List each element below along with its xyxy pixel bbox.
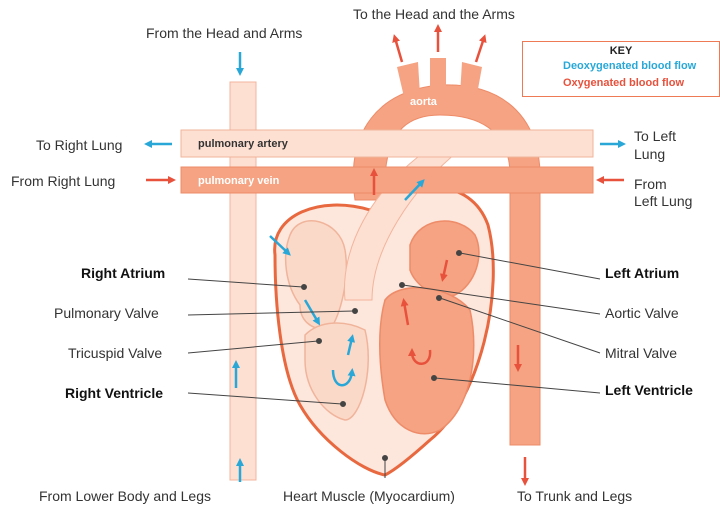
label-to-right-lung: To Right Lung xyxy=(36,137,122,153)
key-oxygenated: Oxygenated blood flow xyxy=(563,77,684,89)
label-right-ventricle: Right Ventricle xyxy=(65,385,163,401)
label-left-ventricle: Left Ventricle xyxy=(605,382,693,398)
arrow-up-left xyxy=(395,38,402,62)
label-from-right-lung: From Right Lung xyxy=(11,173,115,189)
label-right-atrium: Right Atrium xyxy=(81,265,165,281)
label-pulmonary-valve: Pulmonary Valve xyxy=(54,305,159,321)
label-from-left-lung-2: Left Lung xyxy=(634,193,692,209)
label-heart-muscle: Heart Muscle (Myocardium) xyxy=(283,488,455,504)
label-to-head-arms: To the Head and the Arms xyxy=(353,6,515,22)
label-to-trunk-legs: To Trunk and Legs xyxy=(517,488,632,504)
key-deoxygenated: Deoxygenated blood flow xyxy=(563,60,696,72)
label-to-left-lung-1: To Left xyxy=(634,128,676,144)
label-to-left-lung-2: Lung xyxy=(634,146,665,162)
key-box: KEY Deoxygenated blood flow Oxygenated b… xyxy=(522,41,720,97)
label-tricuspid-valve: Tricuspid Valve xyxy=(68,345,162,361)
label-aortic-valve: Aortic Valve xyxy=(605,305,679,321)
label-pulmonary-vein: pulmonary vein xyxy=(198,173,279,189)
arrow-up-right xyxy=(476,38,484,62)
label-left-atrium: Left Atrium xyxy=(605,265,679,281)
descending-aorta xyxy=(510,175,540,445)
label-aorta: aorta xyxy=(410,94,437,110)
label-pulmonary-artery: pulmonary artery xyxy=(198,136,288,152)
label-mitral-valve: Mitral Valve xyxy=(605,345,677,361)
left-atrium xyxy=(410,221,479,296)
label-from-lower-body: From Lower Body and Legs xyxy=(39,488,211,504)
key-title: KEY xyxy=(523,45,719,57)
label-from-head-arms: From the Head and Arms xyxy=(146,25,302,41)
arch-branch-1 xyxy=(397,62,420,97)
arch-branch-2 xyxy=(430,58,446,92)
label-from-left-lung-1: From xyxy=(634,176,667,192)
